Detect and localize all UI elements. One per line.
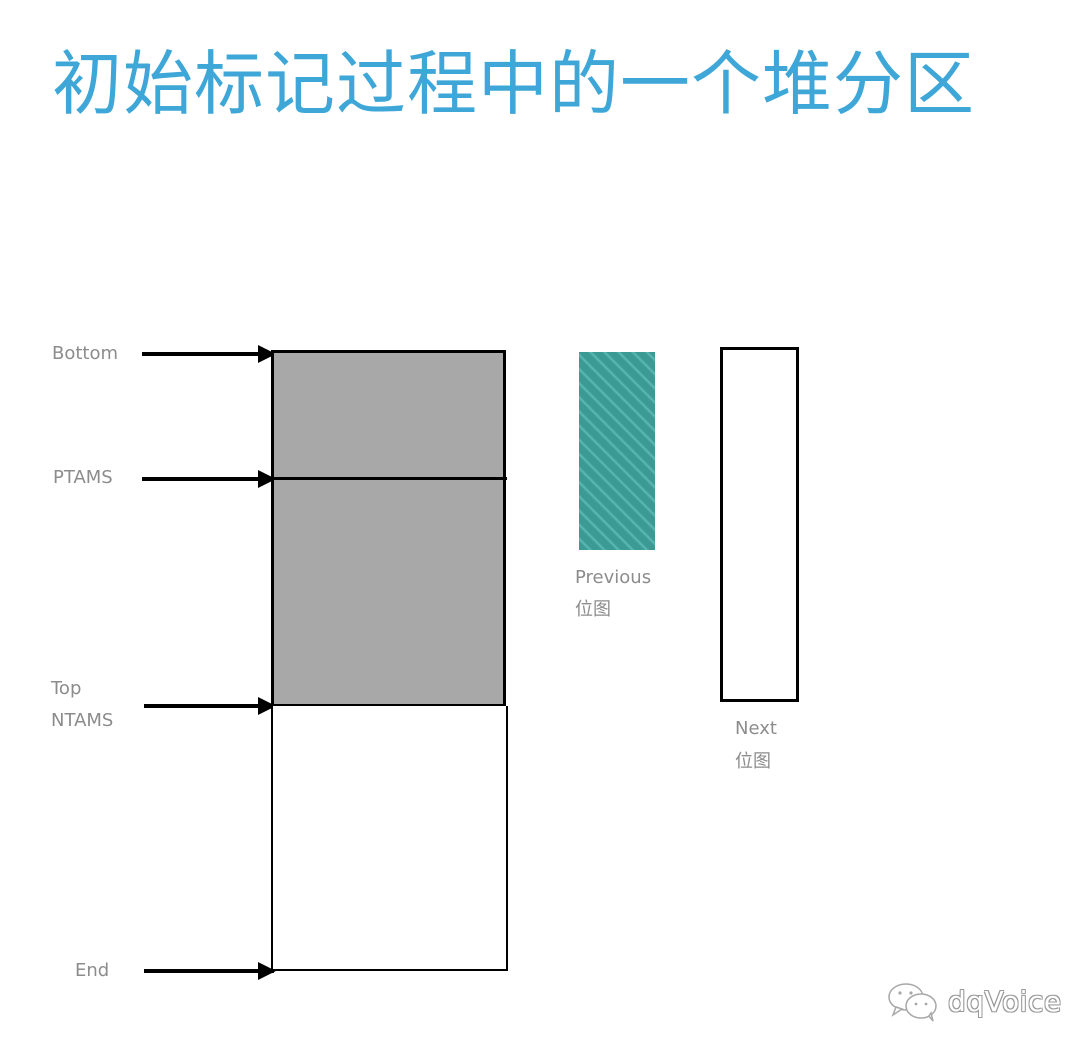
next-bitmap-label: Next <box>735 718 777 739</box>
wechat-icon <box>888 983 937 1022</box>
label-top: Top <box>51 678 82 699</box>
watermark: dqVoice <box>886 980 1062 1022</box>
previous-bitmap-label: Previous <box>575 567 652 588</box>
label-ntams: NTAMS <box>51 710 114 731</box>
label-bottom: Bottom <box>52 343 119 364</box>
watermark-text: dqVoice <box>948 984 1062 1018</box>
heap-marked-region <box>271 350 506 706</box>
heap-free-region <box>271 706 508 971</box>
arrow-ptams <box>142 470 276 488</box>
arrow-end <box>144 962 276 980</box>
previous-bitmap-label-cn: 位图 <box>575 599 611 620</box>
next-bitmap <box>720 347 799 702</box>
ptams-divider <box>271 477 507 480</box>
page-title: 初始标记过程中的一个堆分区 <box>52 43 975 125</box>
label-ptams: PTAMS <box>53 467 113 488</box>
next-bitmap-label-cn: 位图 <box>735 751 771 772</box>
arrow-top-ntams <box>144 697 276 715</box>
previous-bitmap <box>579 352 655 550</box>
arrow-bottom <box>142 345 276 363</box>
label-end: End <box>75 960 110 981</box>
